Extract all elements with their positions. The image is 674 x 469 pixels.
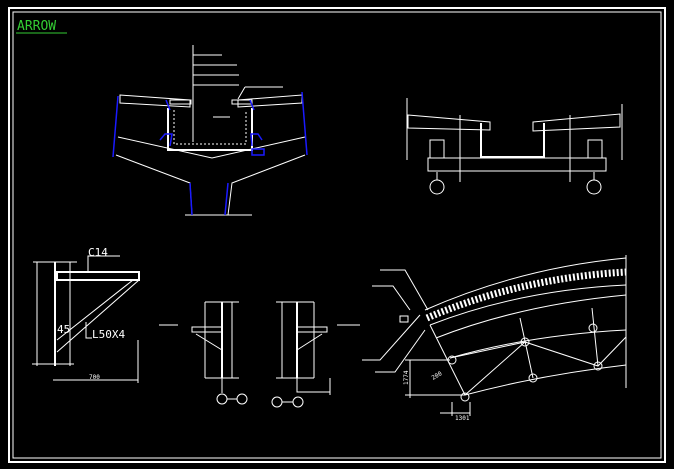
base-dimension: 1301	[455, 415, 470, 422]
inner-frame	[12, 11, 662, 459]
width-dimension: 700	[89, 374, 100, 381]
bracket-side-view-right	[271, 301, 360, 408]
gutter-section-drawing	[112, 45, 308, 216]
offset-dimension: 200	[431, 370, 444, 382]
wheel-icon	[586, 179, 602, 195]
angle-label: 45	[57, 323, 70, 336]
drawing-title: ARROW	[17, 19, 56, 34]
angle-steel-label: L50X4	[92, 328, 125, 341]
wheel-icon	[429, 179, 445, 195]
gutter-trolley-drawing	[406, 98, 623, 195]
channel-label: C14	[88, 246, 108, 259]
outer-frame	[8, 7, 666, 463]
arc-truss-drawing: 1774 200 1301	[362, 255, 627, 422]
bracket-side-view-left	[159, 301, 248, 405]
bracket-detail-drawing: C14 45 L50X4 700	[32, 246, 140, 383]
height-dimension: 1774	[403, 370, 410, 385]
